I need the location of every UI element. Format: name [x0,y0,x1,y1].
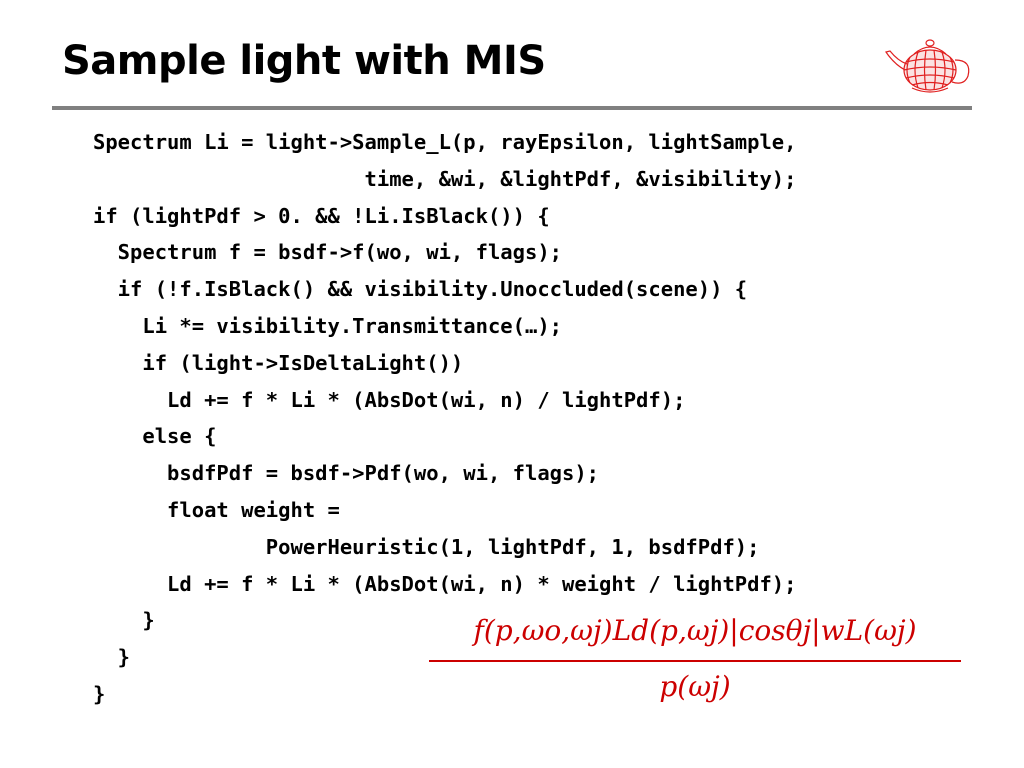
code-block: Spectrum Li = light->Sample_L(p, rayEpsi… [93,124,797,713]
code-line: if (light->IsDeltaLight()) [93,350,464,375]
teapot-wireframe-icon [885,39,970,93]
fraction-bar [429,660,961,662]
code-line: } [93,645,131,670]
code-line: float weight = [93,497,340,522]
title-divider [52,106,972,110]
code-line: else { [93,424,217,449]
code-line: if (lightPdf > 0. && !Li.IsBlack()) { [93,203,550,228]
code-line: bsdfPdf = bsdf->Pdf(wo, wi, flags); [93,461,600,486]
code-line: } [93,608,155,633]
code-line: } [93,681,106,706]
slide-title: Sample light with MIS [62,38,546,84]
code-line: Ld += f * Li * (AbsDot(wi, n) * weight /… [93,571,797,596]
code-line: PowerHeuristic(1, lightPdf, 1, bsdfPdf); [93,534,760,559]
formula-denominator: p(ωj) [659,670,731,703]
code-line: Ld += f * Li * (AbsDot(wi, n) / lightPdf… [93,387,686,412]
code-line: time, &wi, &lightPdf, &visibility); [93,166,797,191]
code-line: Li *= visibility.Transmittance(…); [93,313,562,338]
code-line: Spectrum Li = light->Sample_L(p, rayEpsi… [93,130,797,154]
mis-estimator-formula: f(p,ωo,ωj)Ld(p,ωj)|cosθj|wL(ωj) p(ωj) [425,614,965,714]
code-line: if (!f.IsBlack() && visibility.Unocclude… [93,277,748,302]
code-line: Spectrum f = bsdf->f(wo, wi, flags); [93,240,562,265]
formula-numerator: f(p,ωo,ωj)Ld(p,ωj)|cosθj|wL(ωj) [473,614,917,647]
